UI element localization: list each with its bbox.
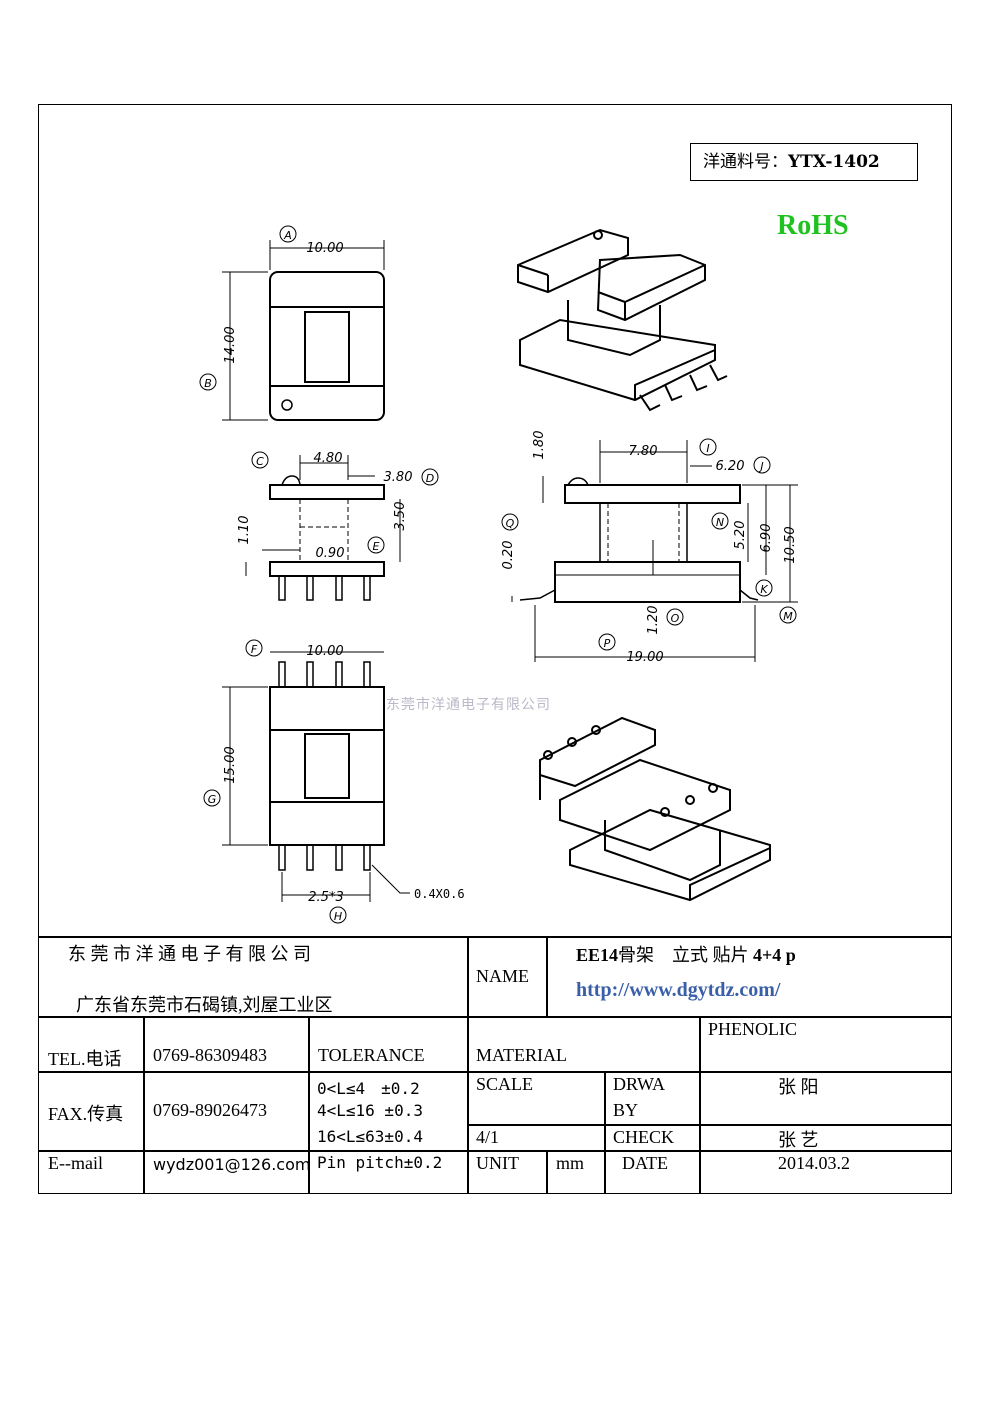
dim-p-value: 19.00 [626, 650, 663, 665]
tb-line [38, 1016, 952, 1018]
dim-k-tag: K [760, 583, 768, 596]
tel-label: TEL.电话 [48, 1049, 122, 1069]
tolerance-3: 16<L≤63±0.4 [317, 1127, 423, 1146]
dim-e-value: 3.50 [393, 502, 408, 531]
dim-i-value: 7.80 [629, 444, 658, 459]
fax-value: 0769-89026473 [153, 1100, 267, 1120]
fax-label: FAX.传真 [48, 1104, 124, 1124]
part-number-box: 洋通料号：YTX-1402 [690, 143, 918, 181]
front-view: 7.80 I 6.20 J 1.80 5.20 N 6.90 K 10.50 M… [501, 431, 798, 665]
bottom-view: F 10.00 G 15.00 2.5*3 H 0.4X0.6 [203, 639, 465, 924]
dim-e-tag: E [373, 540, 380, 553]
scale-value: 4/1 [476, 1127, 500, 1147]
dim-h-value: 2.5*3 [308, 890, 343, 905]
top-view: A 10.00 B 14.00 [199, 225, 385, 421]
dim-m-value: 10.50 [783, 526, 798, 563]
dim-o-tag: O [671, 612, 680, 625]
drawn-by-value: 张 阳 [778, 1077, 819, 1097]
name-label: NAME [476, 966, 529, 986]
material-label: MATERIAL [476, 1045, 567, 1065]
dim-f-value: 10.00 [306, 644, 343, 659]
drawing-frame [38, 104, 952, 1194]
dim-h-tag: H [334, 910, 342, 923]
dim-a-value: 10.00 [306, 241, 343, 256]
tb-line [38, 1150, 467, 1152]
tolerance-4: Pin pitch±0.2 [317, 1153, 443, 1172]
dim-o-value: 1.20 [646, 606, 661, 635]
isometric-view-bottom [539, 716, 771, 902]
tolerance-2: 4<L≤16 ±0.3 [317, 1101, 423, 1120]
drawn-by-label-1: DRWA [613, 1074, 666, 1094]
dim-pin-value: 0.4X0.6 [414, 887, 465, 901]
tolerance-label: TOLERANCE [318, 1045, 425, 1065]
dim-q-value: 0.20 [501, 541, 516, 570]
watermark: 东莞市洋通电子有限公司 [386, 697, 551, 713]
dim-d-value: 3.80 [384, 470, 413, 485]
date-value: 2014.03.2 [778, 1153, 850, 1173]
unit-value: mm [556, 1153, 585, 1173]
tb-line [143, 1016, 145, 1194]
check-label: CHECK [613, 1127, 675, 1147]
dim-b-tag: B [204, 377, 212, 390]
name-value: EE14骨架 立式 贴片 4+4 p [576, 945, 796, 965]
dim-c-tag: C [256, 455, 264, 468]
dim-c-value: 4.80 [314, 451, 343, 466]
side-view: C 4.80 3.80 D 3.50 E 0.90 1.10 [237, 451, 439, 601]
unit-label: UNIT [476, 1153, 519, 1173]
email-value: wydz001@126.com [153, 1155, 311, 1174]
dim-b-value: 14.00 [223, 326, 238, 363]
dim-j-value: 6.20 [716, 459, 745, 474]
tb-line [604, 1071, 606, 1194]
dim-m-tag: M [783, 610, 793, 623]
tb-line [467, 936, 469, 1194]
dim-j-tag: J [758, 460, 763, 473]
tel-value: 0769-86309483 [153, 1045, 267, 1065]
material-value: PHENOLIC [708, 1019, 797, 1039]
dim-q-tag: Q [506, 517, 515, 530]
dim-e2-value: 0.90 [316, 546, 345, 561]
isometric-view-top [517, 228, 728, 412]
dim-g-value: 15.00 [223, 746, 238, 783]
dim-g-tag: G [208, 793, 217, 806]
dim-i-tag: I [706, 442, 709, 455]
dim-top-h-value: 1.80 [532, 431, 547, 460]
dim-f-tag: F [251, 643, 258, 656]
date-label: DATE [622, 1153, 668, 1173]
dim-n-tag: N [716, 516, 724, 529]
dim-k-value: 6.90 [759, 524, 774, 553]
tb-line [546, 1150, 548, 1194]
tb-line [467, 1124, 952, 1126]
company-address: 广东省东莞市石碣镇,刘屋工业区 [76, 995, 333, 1015]
company-name: 东 莞 市 洋 通 电 子 有 限 公 司 [68, 944, 311, 964]
dim-p-tag: P [604, 637, 611, 650]
dim-d-tag: D [426, 472, 434, 485]
tb-line [308, 1016, 310, 1194]
tb-line [38, 936, 952, 938]
part-number-value: YTX-1402 [788, 152, 880, 172]
tb-line [699, 1016, 701, 1194]
tb-line [467, 1150, 952, 1152]
scale-label: SCALE [476, 1074, 534, 1094]
check-value: 张 艺 [778, 1130, 819, 1150]
email-label: E--mail [48, 1153, 103, 1173]
tolerance-1: 0<L≤4 ±0.2 [317, 1079, 420, 1098]
dim-a-tag: A [283, 229, 292, 242]
drawn-by-label-2: BY [613, 1100, 639, 1120]
dim-n-value: 5.20 [733, 521, 748, 550]
tb-line [546, 936, 548, 1016]
part-number-label: 洋通料号： [703, 152, 788, 172]
website-link[interactable]: http://www.dgytdz.com/ [576, 979, 781, 1001]
tb-line [38, 1071, 952, 1073]
dim-side-h-value: 1.10 [237, 516, 252, 545]
rohs-mark: RoHS [777, 210, 849, 241]
